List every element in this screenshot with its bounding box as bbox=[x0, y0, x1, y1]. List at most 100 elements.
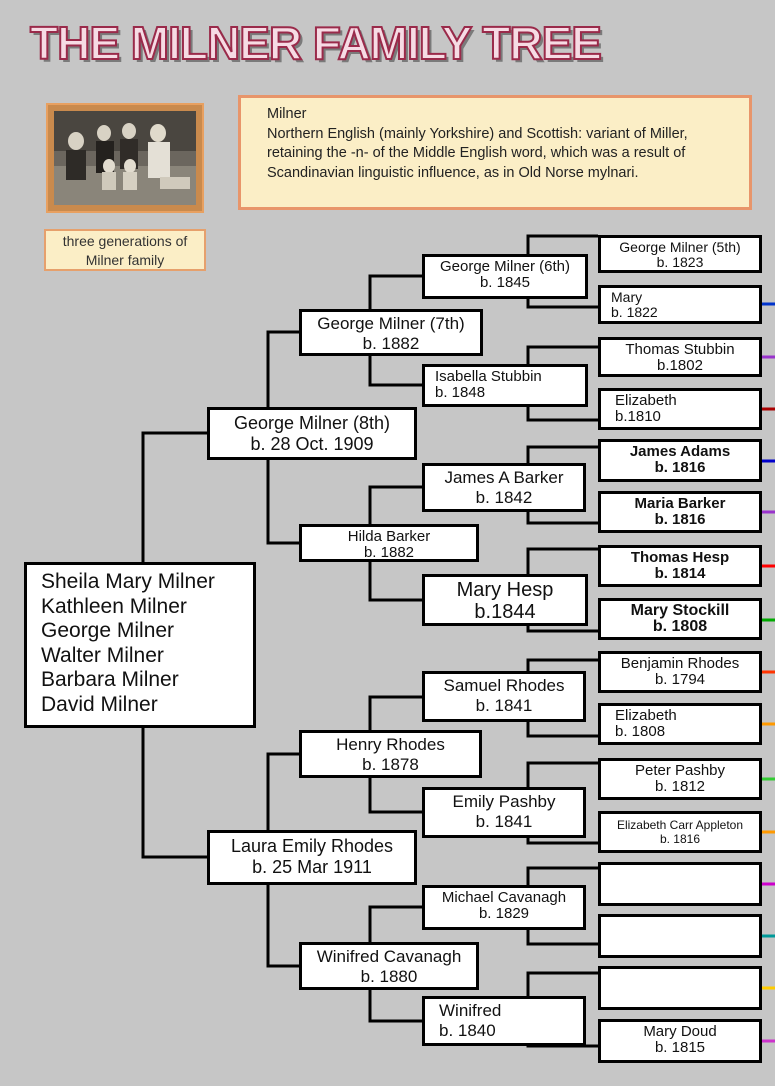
great-great-grandparent-box bbox=[598, 914, 762, 958]
great-great-grandparent-box: Thomas Stubbin b.1802 bbox=[598, 337, 762, 377]
great-great-grandparent-box: Elizabeth b. 1808 bbox=[598, 703, 762, 745]
person-birth: b. 1845 bbox=[479, 274, 531, 291]
person-birth: b. 1880 bbox=[360, 967, 418, 986]
person-birth: b. 1816 bbox=[654, 459, 706, 476]
surname-heading: Milner bbox=[267, 106, 307, 122]
person-birth: b. 1829 bbox=[478, 905, 530, 922]
page-title: THE MILNER FAMILY TREE bbox=[29, 16, 603, 70]
person-name: Emily Pashby bbox=[452, 792, 556, 811]
great-great-grandparent-box bbox=[598, 966, 762, 1010]
great-grandparent-box: Mary Hesp b.1844 bbox=[422, 574, 588, 626]
person-name: Maria Barker bbox=[634, 495, 726, 512]
child-name: David Milner bbox=[41, 692, 158, 716]
great-great-grandparent-box: Mary Doud b. 1815 bbox=[598, 1019, 762, 1063]
person-birth: b. 1815 bbox=[654, 1039, 706, 1056]
person-name: Mary Stockill bbox=[630, 602, 730, 619]
person-birth: b. 1842 bbox=[475, 488, 533, 507]
person-name: Henry Rhodes bbox=[336, 735, 445, 754]
person-birth: b. 1816 bbox=[654, 511, 706, 528]
grandparent-box: Winifred Cavanagh b. 1880 bbox=[299, 942, 479, 990]
person-birth: b. 1822 bbox=[611, 304, 658, 320]
children-box: Sheila Mary Milner Kathleen Milner Georg… bbox=[24, 562, 256, 728]
family-photo bbox=[46, 103, 204, 213]
person-birth: b. 1816 bbox=[659, 832, 701, 846]
person-name: Mary Hesp bbox=[456, 579, 554, 601]
person-birth: b. 1808 bbox=[615, 723, 666, 740]
parent-box: Laura Emily Rhodes b. 25 Mar 1911 bbox=[207, 830, 417, 885]
photo-caption-line2: Milner family bbox=[85, 252, 165, 268]
person-birth: b. 1882 bbox=[363, 544, 415, 561]
person-name: George Milner (5th) bbox=[619, 239, 741, 255]
great-great-grandparent-box: Elizabeth b.1810 bbox=[598, 388, 762, 430]
person-birth: b. 1814 bbox=[654, 565, 706, 582]
person-name: Elizabeth Carr Appleton bbox=[616, 818, 744, 832]
person-name: Elizabeth bbox=[615, 707, 677, 724]
great-grandparent-box: James A Barker b. 1842 bbox=[422, 463, 586, 512]
photo-caption: three generations of Milner family bbox=[44, 229, 206, 271]
parent-box: George Milner (8th) b. 28 Oct. 1909 bbox=[207, 407, 417, 460]
great-grandparent-box: Samuel Rhodes b. 1841 bbox=[422, 671, 586, 722]
person-birth: b. 1841 bbox=[475, 812, 533, 831]
great-great-grandparent-box bbox=[598, 862, 762, 906]
photo-figures bbox=[54, 111, 196, 205]
great-great-grandparent-box: Peter Pashby b. 1812 bbox=[598, 758, 762, 800]
person-name: Hilda Barker bbox=[347, 528, 431, 545]
great-grandparent-box: Emily Pashby b. 1841 bbox=[422, 787, 586, 838]
person-name: James Adams bbox=[629, 443, 731, 460]
person-birth: b. 1882 bbox=[362, 334, 420, 353]
person-name: George Milner (8th) bbox=[233, 413, 391, 433]
grandparent-box: Henry Rhodes b. 1878 bbox=[299, 730, 482, 778]
person-birth: b.1802 bbox=[657, 357, 703, 374]
person-name: Winifred Cavanagh bbox=[316, 947, 462, 966]
person-name: James A Barker bbox=[444, 468, 564, 487]
child-name: Sheila Mary Milner bbox=[41, 570, 215, 593]
great-grandparent-box: Winifred b. 1840 bbox=[422, 996, 586, 1046]
person-birth: b. 1878 bbox=[362, 755, 419, 774]
photo-image bbox=[54, 111, 196, 205]
surname-info-box: Milner Northern English (mainly Yorkshir… bbox=[238, 95, 752, 210]
person-birth: b.1844 bbox=[474, 601, 536, 623]
child-name: George Milner bbox=[41, 619, 175, 642]
great-great-grandparent-box: Elizabeth Carr Appleton b. 1816 bbox=[598, 811, 762, 853]
great-great-grandparent-box: Mary Stockill b. 1808 bbox=[598, 598, 762, 640]
person-birth: b. 1808 bbox=[652, 618, 708, 635]
person-name: Mary Doud bbox=[643, 1023, 717, 1040]
person-name: Thomas Stubbin bbox=[625, 341, 735, 358]
child-name: Walter Milner bbox=[41, 643, 164, 667]
person-name: Laura Emily Rhodes bbox=[230, 836, 394, 856]
person-name: Thomas Hesp bbox=[630, 549, 730, 566]
great-great-grandparent-box: Thomas Hesp b. 1814 bbox=[598, 545, 762, 587]
person-name: Isabella Stubbin bbox=[435, 368, 542, 385]
person-name: Michael Cavanagh bbox=[441, 889, 567, 906]
child-name: Barbara Milner bbox=[41, 668, 179, 691]
person-name: George Milner (6th) bbox=[439, 258, 571, 275]
person-name: Winifred bbox=[439, 1001, 502, 1020]
person-birth: b. 1823 bbox=[656, 254, 704, 270]
great-great-grandparent-box: Maria Barker b. 1816 bbox=[598, 491, 762, 533]
person-name: Samuel Rhodes bbox=[443, 676, 565, 695]
person-birth: b. 25 Mar 1911 bbox=[252, 857, 372, 877]
person-birth: b. 1840 bbox=[439, 1021, 496, 1040]
person-name: Mary bbox=[611, 289, 643, 305]
person-birth: b. 28 Oct. 1909 bbox=[250, 434, 374, 454]
great-grandparent-box: Michael Cavanagh b. 1829 bbox=[422, 885, 586, 930]
person-birth: b. 1841 bbox=[475, 696, 533, 715]
person-birth: b. 1848 bbox=[435, 384, 486, 401]
person-name: George Milner (7th) bbox=[317, 314, 465, 333]
grandparent-box: Hilda Barker b. 1882 bbox=[299, 524, 479, 562]
person-name: Benjamin Rhodes bbox=[620, 655, 740, 672]
great-great-grandparent-box: George Milner (5th) b. 1823 bbox=[598, 235, 762, 273]
person-name: Elizabeth bbox=[615, 392, 677, 409]
photo-caption-line1: three generations of bbox=[62, 233, 188, 249]
person-name: Peter Pashby bbox=[634, 762, 726, 779]
great-grandparent-box: George Milner (6th) b. 1845 bbox=[422, 254, 588, 299]
child-name: Kathleen Milner bbox=[41, 594, 187, 618]
grandparent-box: George Milner (7th) b. 1882 bbox=[299, 309, 483, 356]
great-great-grandparent-box: Mary b. 1822 bbox=[598, 285, 762, 324]
person-birth: b.1810 bbox=[615, 408, 661, 425]
person-birth: b. 1812 bbox=[654, 778, 706, 795]
person-birth: b. 1794 bbox=[654, 671, 706, 688]
great-great-grandparent-box: Benjamin Rhodes b. 1794 bbox=[598, 651, 762, 693]
surname-description: Northern English (mainly Yorkshire) and … bbox=[267, 125, 688, 181]
